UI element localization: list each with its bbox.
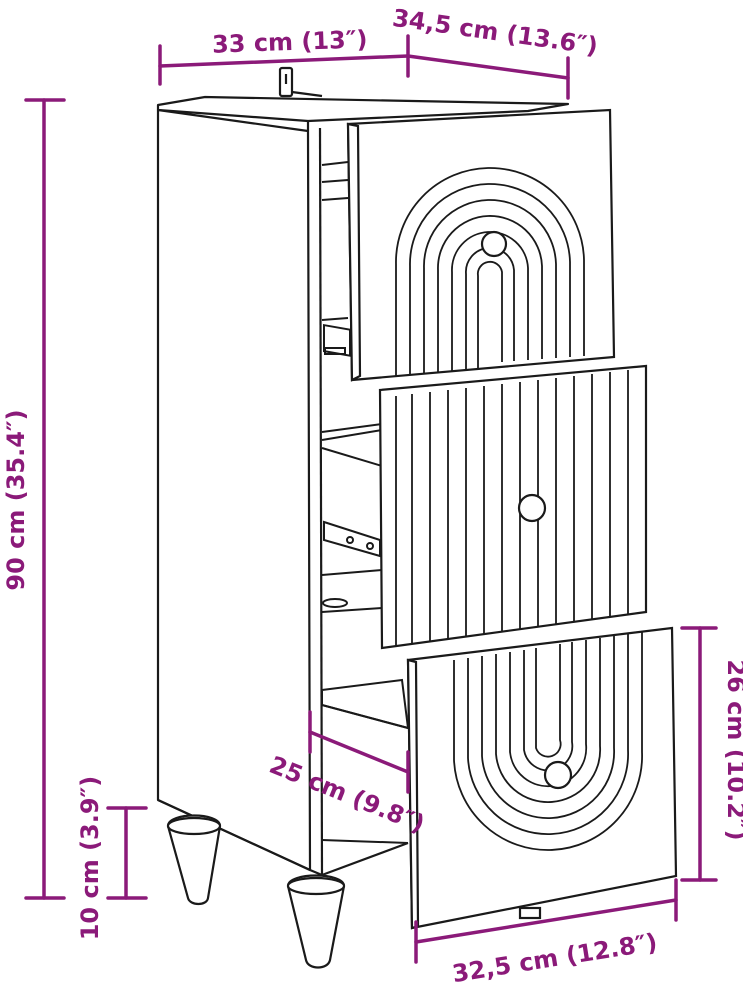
drawer-middle-flutes (395, 370, 629, 646)
width-label: 33 cm (13″) (212, 25, 368, 58)
drawer-bottom-knob (543, 760, 573, 790)
leg-left (166, 814, 222, 906)
cabinet-front-edge (318, 127, 324, 876)
drawer-height-label: 26 cm (10.2″) (722, 659, 743, 840)
cabinet-body (156, 66, 570, 877)
drawer-middle-knob (517, 493, 547, 523)
cabinet-legs (166, 814, 346, 969)
drawer-bottom (406, 626, 678, 930)
drawer-width-label: 32,5 cm (12.8″) (450, 928, 659, 982)
leg-height-label: 10 cm (3.9″) (76, 776, 104, 941)
cabinet-bottom-edge (157, 799, 409, 877)
drawer-top-arch-pattern (395, 167, 585, 376)
height-label: 90 cm (35.4″) (2, 409, 30, 590)
drawer-middle (378, 364, 648, 650)
drawer-top-knob (480, 230, 508, 258)
drawer-top (346, 108, 616, 382)
dimension-lines (24, 34, 718, 964)
depth-label: 34,5 cm (13.6″) (391, 4, 600, 61)
